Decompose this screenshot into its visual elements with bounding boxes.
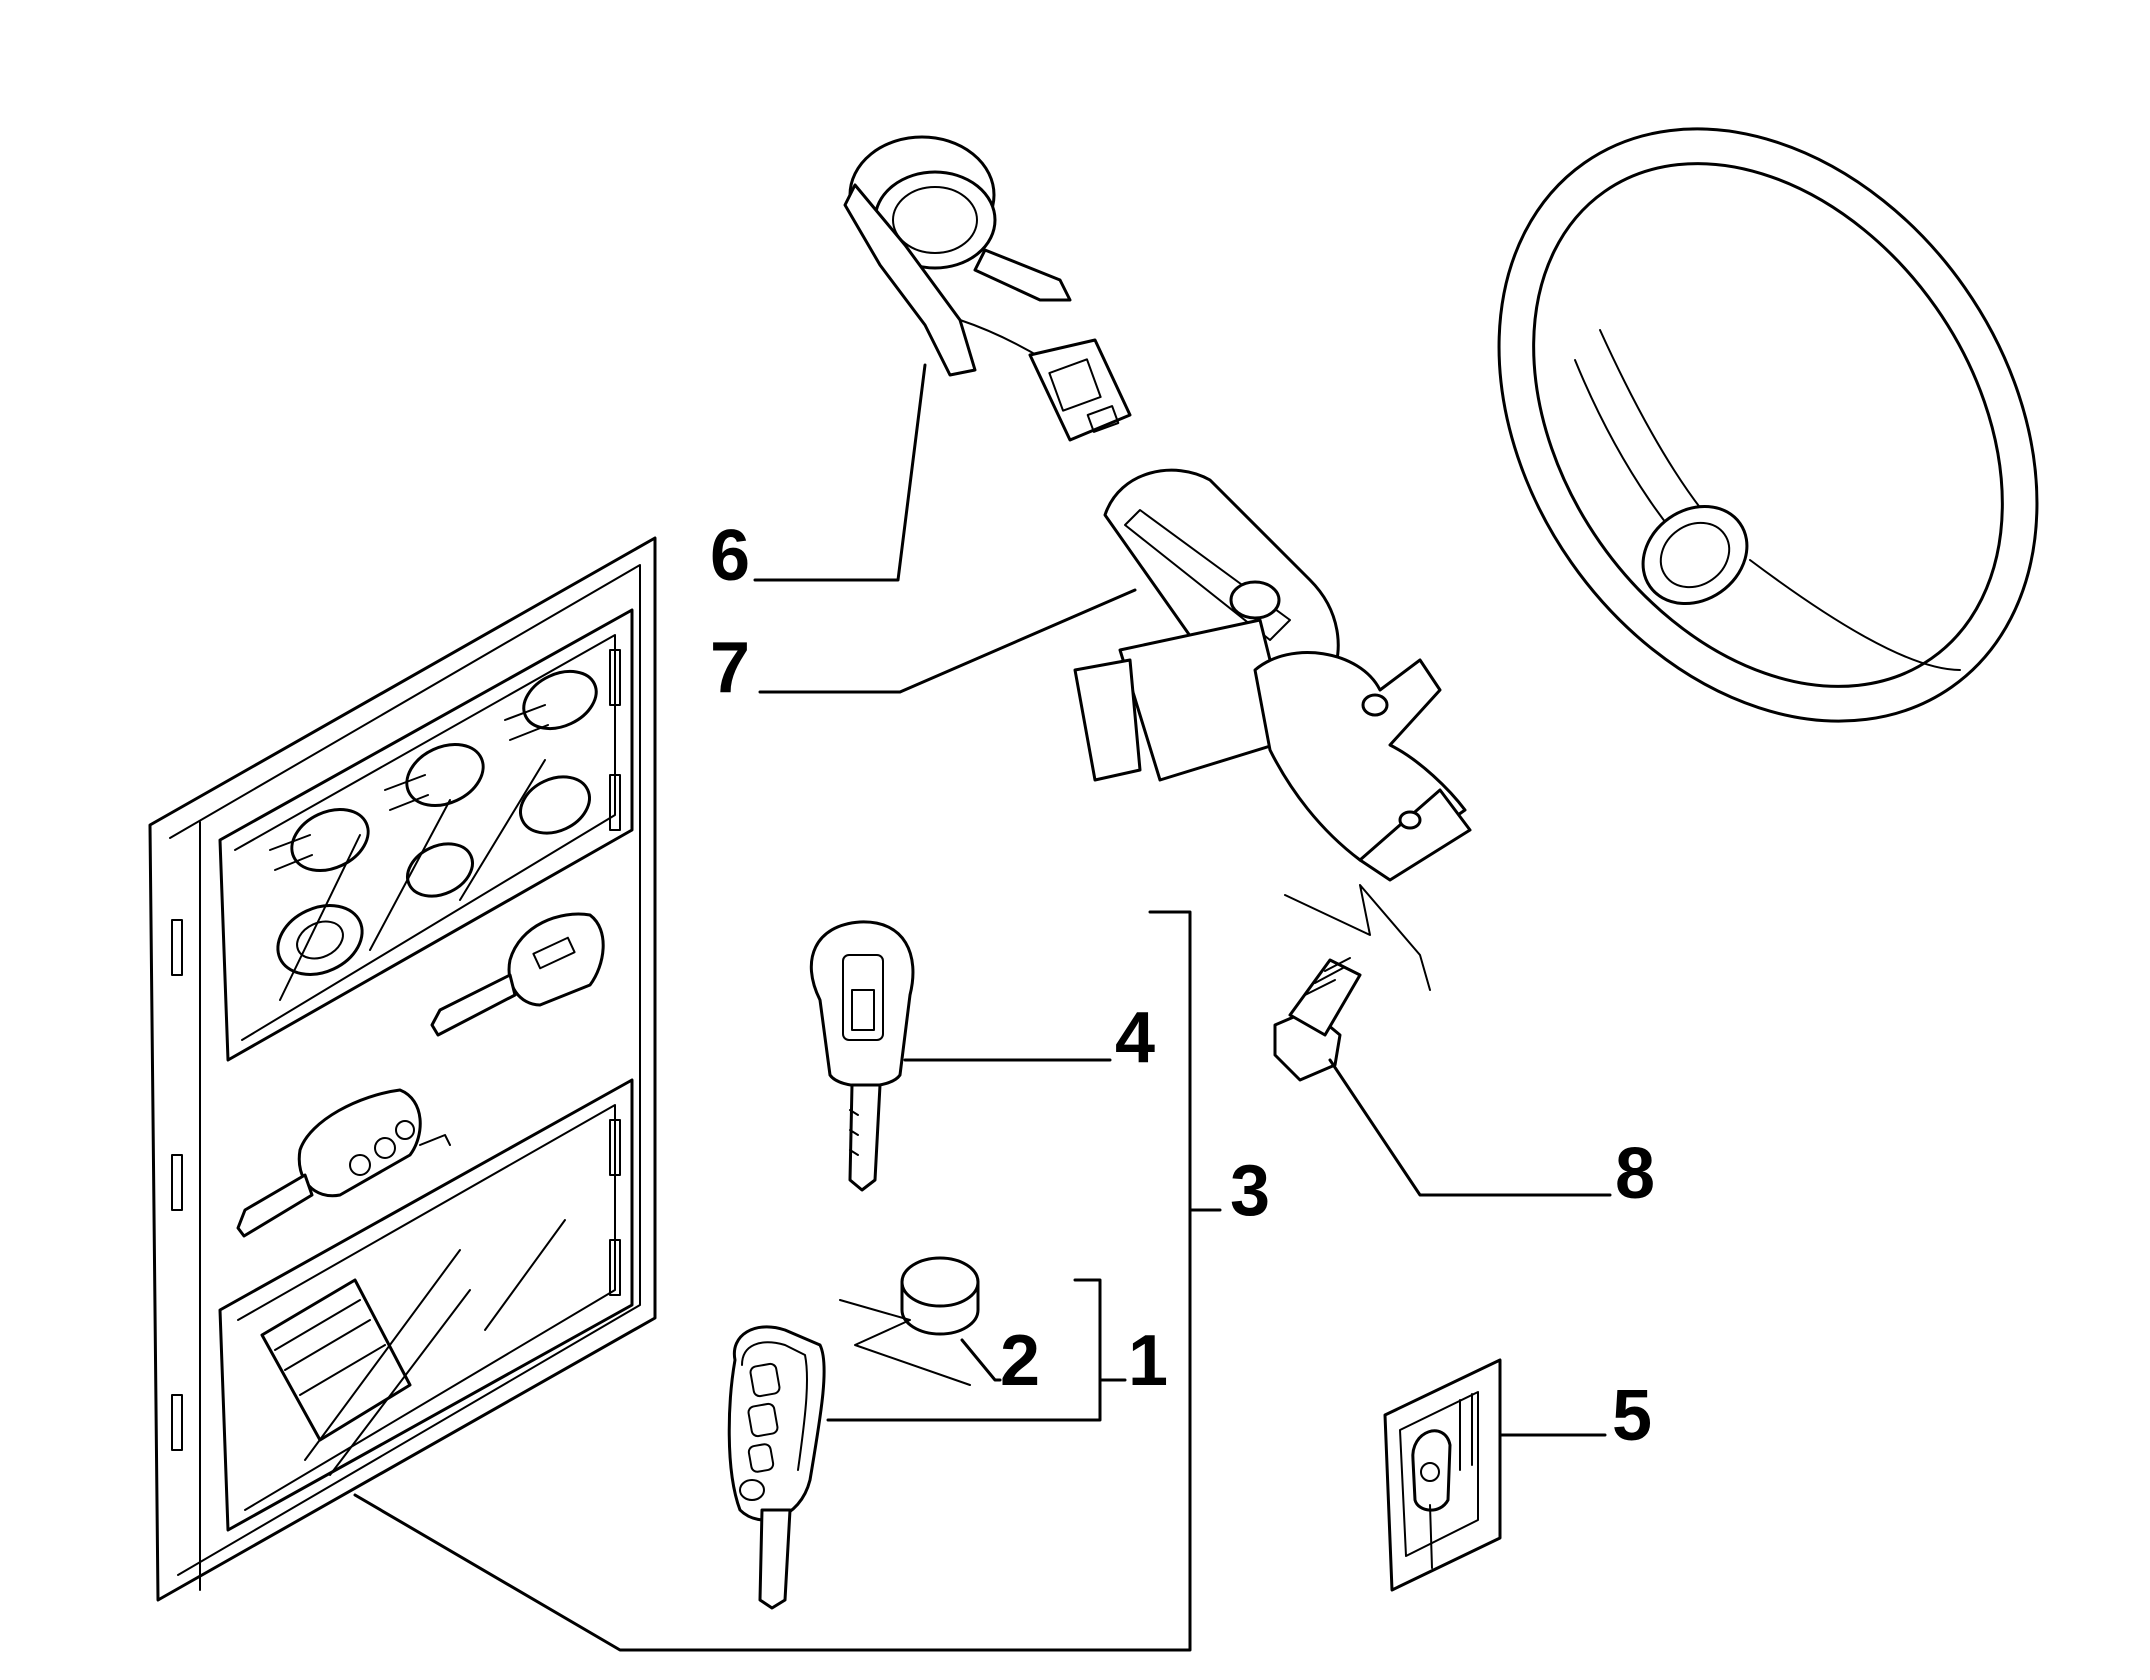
callout-4: 4 [1115,998,1155,1078]
flip-remote-key [727,1325,826,1610]
callout-labels: 1 2 3 4 5 6 7 8 [710,516,1655,1456]
key-code-card [1383,1358,1502,1592]
steering-wheel [1497,127,2039,723]
break-marker-2 [839,1299,971,1386]
steering-lock-housing [1073,468,1472,882]
callout-6: 6 [710,516,750,596]
lock-cylinders [269,669,598,1001]
key-kit-board [148,536,657,1602]
ignition-switch-ring [843,135,1132,442]
tray-key [430,912,605,1037]
callout-3: 3 [1230,1151,1270,1231]
instruction-cards [260,1219,566,1476]
callout-7: 7 [710,628,750,708]
blade-key [809,920,915,1192]
leader-lines [353,363,1612,1652]
callout-1: 1 [1128,1321,1168,1401]
callout-5: 5 [1612,1376,1652,1456]
bolt [1273,957,1362,1082]
callout-2: 2 [1000,1321,1040,1401]
board-flip-key [236,1088,451,1238]
break-marker [1284,884,1431,991]
callout-8: 8 [1615,1134,1655,1214]
coin-battery [900,1256,980,1336]
